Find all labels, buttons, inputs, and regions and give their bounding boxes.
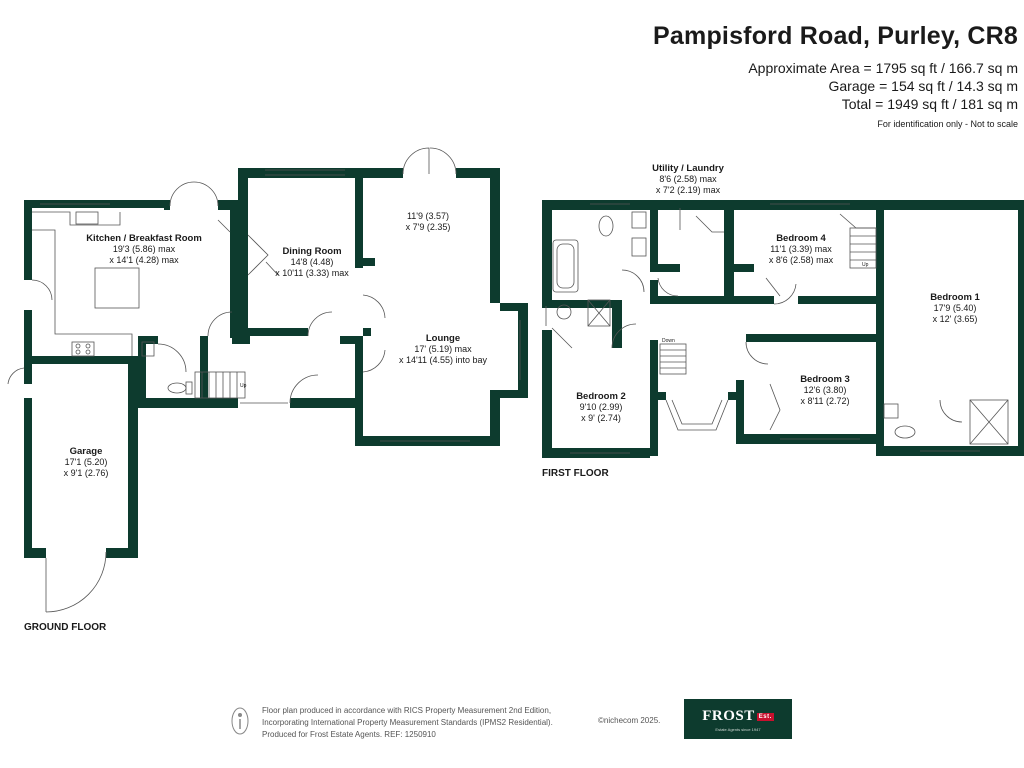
room-dimension: x 10'11 (3.33) max bbox=[275, 268, 349, 278]
room-dimension: x 7'2 (2.19) max bbox=[655, 185, 721, 195]
room-bedroom2: Bedroom 2 9'10 (2.99) x 9' (2.74) bbox=[576, 391, 626, 424]
room-utility: Utility / Laundry 8'6 (2.58) max x 7'2 (… bbox=[652, 163, 724, 196]
room-name: Garage bbox=[69, 446, 103, 457]
room-dimension: 17' (5.19) max bbox=[414, 344, 472, 354]
room-dimension: 19'3 (5.86) max bbox=[112, 244, 176, 254]
logo-brand: FROST bbox=[702, 708, 755, 724]
room-name: Utility / Laundry bbox=[652, 163, 724, 174]
room-dimension: x 14'11 (4.55) into bay bbox=[398, 355, 488, 365]
room-name: Bedroom 1 bbox=[930, 292, 980, 303]
room-name: Lounge bbox=[425, 333, 461, 344]
room-bedroom3: Bedroom 3 12'6 (3.80) x 8'11 (2.72) bbox=[800, 374, 850, 407]
room-dimension: 9'10 (2.99) bbox=[579, 402, 623, 412]
stairs-up-label: Up bbox=[240, 383, 247, 389]
room-name: Bedroom 3 bbox=[800, 374, 850, 385]
disclaimer: For identification only - Not to scale bbox=[877, 119, 1018, 129]
room-dimension: 12'6 (3.80) bbox=[803, 385, 847, 395]
garage-area: Garage = 154 sq ft / 14.3 sq m bbox=[828, 78, 1019, 94]
room-dimension: 14'8 (4.48) bbox=[290, 257, 334, 267]
room-dimension: x 9' (2.74) bbox=[581, 413, 621, 423]
room-lounge-upper: 11'9 (3.57) x 7'9 (2.35) bbox=[406, 211, 451, 233]
room-dining: Dining Room 14'8 (4.48) x 10'11 (3.33) m… bbox=[275, 246, 349, 279]
stairs-down-label: Down bbox=[662, 338, 675, 344]
page-title: Pampisford Road, Purley, CR8 bbox=[653, 22, 1018, 50]
room-bedroom4: Bedroom 4 11'1 (3.39) max x 8'6 (2.58) m… bbox=[769, 233, 833, 266]
footer-line: Floor plan produced in accordance with R… bbox=[262, 706, 552, 715]
room-name: Bedroom 2 bbox=[576, 391, 626, 402]
room-kitchen: Kitchen / Breakfast Room 19'3 (5.86) max… bbox=[86, 233, 202, 266]
first-floor-label: FIRST FLOOR bbox=[542, 468, 609, 479]
room-bedroom1: Bedroom 1 17'9 (5.40) x 12' (3.65) bbox=[930, 292, 980, 325]
room-dimension: x 9'1 (2.76) bbox=[63, 468, 109, 478]
room-dimension: 11'9 (3.57) bbox=[406, 211, 450, 221]
walls bbox=[24, 168, 1024, 558]
room-dimension: 17'1 (5.20) bbox=[64, 457, 108, 467]
room-lounge: Lounge 17' (5.19) max x 14'11 (4.55) int… bbox=[399, 333, 487, 366]
footer-line: Incorporating International Property Mea… bbox=[262, 718, 553, 727]
room-dimension: 8'6 (2.58) max bbox=[659, 174, 717, 184]
footer-notes: Floor plan produced in accordance with R… bbox=[262, 705, 553, 741]
ground-floor-label: GROUND FLOOR bbox=[24, 622, 107, 633]
total-area: Total = 1949 sq ft / 181 sq m bbox=[841, 96, 1018, 112]
logo-tag: Est. bbox=[756, 712, 774, 721]
room-dimension: x 8'6 (2.58) max bbox=[768, 255, 834, 265]
room-dimension: x 7'9 (2.35) bbox=[405, 222, 451, 232]
room-dimension: x 12' (3.65) bbox=[932, 314, 978, 324]
logo-motto: Estate Agents since 1947 bbox=[715, 727, 761, 732]
approximate-area: Approximate Area = 1795 sq ft / 166.7 sq… bbox=[748, 60, 1018, 76]
room-dimension: x 14'1 (4.28) max bbox=[109, 255, 179, 265]
footer-line: Produced for Frost Estate Agents. REF: 1… bbox=[262, 730, 436, 739]
room-dimension: 11'1 (3.39) max bbox=[770, 244, 832, 254]
room-dimension: x 8'11 (2.72) bbox=[800, 396, 850, 406]
room-name: Bedroom 4 bbox=[776, 233, 826, 244]
fixtures bbox=[7, 147, 1009, 613]
room-dimension: 17'9 (5.40) bbox=[933, 303, 977, 313]
stairs-up-first-label: Up bbox=[862, 262, 869, 268]
copyright: ©nichecom 2025. bbox=[598, 716, 661, 725]
room-name: Kitchen / Breakfast Room bbox=[86, 233, 202, 244]
room-name: Dining Room bbox=[282, 246, 342, 257]
room-garage: Garage 17'1 (5.20) x 9'1 (2.76) bbox=[64, 446, 109, 479]
measurement-standard-icon bbox=[231, 707, 249, 735]
